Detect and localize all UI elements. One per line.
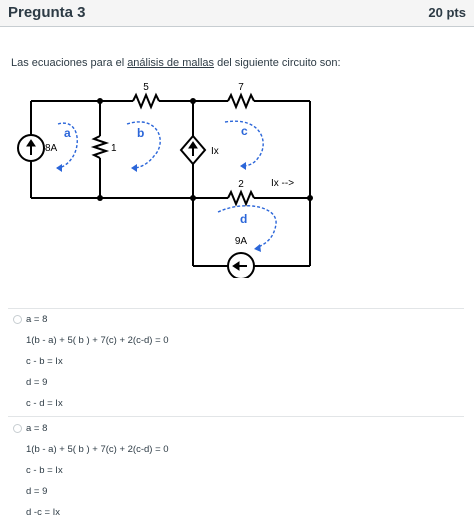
question-header: Pregunta 3 20 pts — [0, 0, 474, 27]
option-2-line-3: c - b = Ix — [26, 465, 63, 476]
option-1-line-4: d = 9 — [26, 377, 48, 388]
current-source-8a — [17, 134, 45, 162]
resistor-2 — [227, 189, 255, 207]
label-r-top-right: 7 — [238, 82, 244, 93]
label-r-middle: 2 — [238, 179, 244, 190]
label-current: Ix --> — [271, 178, 294, 189]
divider — [8, 308, 464, 309]
question-text: Las ecuaciones para el análisis de malla… — [11, 57, 341, 69]
mesh-label-c: c — [241, 124, 248, 138]
option-1-line-5: c - d = Ix — [26, 398, 63, 409]
mesh-label-d: d — [240, 212, 247, 226]
option-1-line-2: 1(b - a) + 5( b ) + 7(c) + 2(c-d) = 0 — [26, 335, 169, 346]
option-1-line-1: a = 8 — [26, 314, 48, 325]
resistor-1 — [90, 135, 110, 159]
current-source-9a — [227, 252, 255, 278]
circuit-diagram: 5 7 1 2 8A Ix 9A Ix --> a b c d — [17, 82, 313, 278]
question-points: 20 pts — [428, 5, 466, 20]
option-radio-2[interactable] — [13, 424, 22, 433]
option-2-line-5: d -c = Ix — [26, 507, 61, 518]
question-text-before: Las ecuaciones para el — [11, 57, 128, 69]
resistor-7 — [227, 92, 255, 110]
resistor-5 — [132, 92, 160, 110]
mesh-label-a: a — [64, 126, 71, 140]
option-2-line-1: a = 8 — [26, 423, 48, 434]
option-2-line-4: d = 9 — [26, 486, 48, 497]
label-source-left: 8A — [45, 143, 58, 154]
label-r-top-left: 5 — [143, 82, 149, 93]
question-title: Pregunta 3 — [8, 4, 86, 21]
label-source-dependent: Ix — [211, 146, 219, 157]
question-text-after: del siguiente circuito son: — [214, 57, 341, 69]
mesh-label-b: b — [137, 126, 144, 140]
question-text-link: análisis de mallas — [127, 57, 215, 69]
divider — [8, 416, 464, 417]
option-radio-1[interactable] — [13, 315, 22, 324]
label-source-bottom: 9A — [235, 236, 248, 247]
label-r-vertical: 1 — [111, 143, 117, 154]
option-1-line-3: c - b = Ix — [26, 356, 63, 367]
option-2-line-2: 1(b - a) + 5( b ) + 7(c) + 2(c-d) = 0 — [26, 444, 169, 455]
